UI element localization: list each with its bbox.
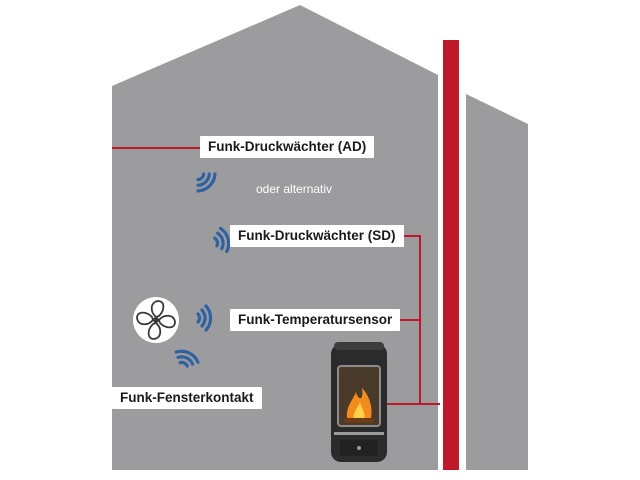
label-pressure-switch-sd: Funk-Druckwächter (SD) [230, 225, 404, 247]
stove-handle [357, 446, 361, 450]
wifi-signal-icon [196, 304, 213, 332]
chimney [443, 40, 459, 470]
fan-icon [133, 297, 179, 343]
label-window-contact: Funk-Fensterkontakt [112, 387, 262, 409]
stove-flame-core [353, 402, 365, 422]
stove-trim [334, 432, 384, 435]
stove-logs [344, 418, 374, 423]
wifi-signal-icon [174, 349, 200, 368]
stove-top [334, 342, 384, 350]
house-annex [466, 94, 528, 470]
label-pressure-switch-ad: Funk-Druckwächter (AD) [200, 136, 375, 158]
wifi-signal-icon [196, 172, 217, 193]
wifi-signal-icon [213, 226, 231, 254]
label-or-alternative: oder alternativ [256, 182, 333, 196]
wood-stove-icon [331, 342, 387, 462]
label-temperature-sensor: Funk-Temperatursensor [230, 309, 401, 331]
